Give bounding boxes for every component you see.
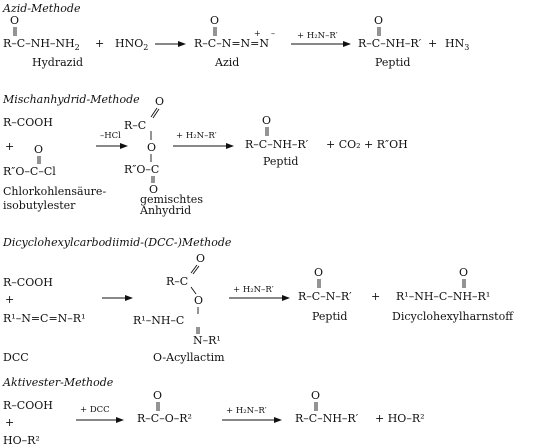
arrow-head: [120, 143, 128, 149]
azid-charge-minus: –: [271, 29, 275, 38]
dcc-reagent: + DCC: [80, 405, 110, 415]
acyllactim-top-o: O: [196, 252, 205, 265]
rcooh-formula: R–COOH: [3, 276, 53, 289]
hcl-elimination: –HCl: [100, 131, 121, 141]
peptid-label: Peptid: [375, 56, 410, 69]
arrow-head: [343, 41, 351, 47]
amine-reagent: + H₂N–R′: [297, 31, 338, 41]
co2-and-alcohol: + CO₂ + R″OH: [326, 138, 408, 151]
rcooh-formula: R–COOH: [3, 116, 53, 129]
anhydride-top-fragment: R–C: [124, 119, 146, 132]
rcooh-formula: R–COOH: [3, 399, 53, 412]
peptid-formula: R–C–N–R′: [298, 290, 352, 303]
peptid-formula: R–C–NH–R′: [295, 412, 359, 425]
peptid-formula: R–C–NH–R′: [245, 138, 309, 151]
mischanhydrid-method-title: Mischanhydrid-Methode: [2, 93, 140, 106]
peptid-carbonyl-o: O: [262, 114, 271, 127]
peptid-formula: R–C–NH–R′: [358, 37, 422, 50]
peptid-label: Peptid: [263, 155, 298, 168]
hno2-formula: HNO2: [115, 37, 148, 52]
released-alcohol: + HO–R²: [375, 412, 425, 425]
acyllactim-top-fragment: R–C: [166, 275, 188, 288]
dcc-method-title: Dicyclohexylcarbodiimid-(DCC-)Methode: [2, 236, 232, 249]
arrow-head: [282, 295, 290, 301]
azid-carbonyl-o: O: [210, 14, 219, 27]
ho-r2-formula: HO–R²: [3, 434, 40, 447]
anhydride-label-1: gemischtes: [140, 193, 203, 206]
chloroformate-formula: R″O–C–Cl: [3, 165, 56, 178]
plus-sign: +: [5, 293, 14, 306]
urea-carbonyl-o: O: [459, 266, 468, 279]
hydrazid-carbonyl-o: O: [10, 14, 19, 27]
amine-reagent: + H₂N–R′: [176, 131, 217, 141]
azid-method-title: Azid-Methode: [2, 2, 81, 15]
plus-sign: +: [428, 37, 437, 50]
hn3-formula: HN3: [445, 37, 469, 52]
hydrazid-label: Hydrazid: [32, 56, 83, 69]
arrow-head: [178, 41, 186, 47]
anhydride-top-o: O: [155, 95, 164, 108]
anhydride-top-co-bond: [150, 107, 158, 118]
amine-reagent: + H₂N–R′: [226, 406, 267, 416]
amine-reagent: + H₂N–R′: [233, 285, 274, 295]
azid-formula: R–C–N=N=N: [194, 37, 269, 50]
anhydride-label-2: Anhydrid: [139, 204, 191, 217]
acyllactim-c-o-bond: [190, 286, 197, 295]
arrow-head: [274, 417, 282, 423]
ester-formula: R–C–O–R²: [137, 412, 192, 425]
plus-sign: +: [5, 416, 14, 429]
urea-formula: R¹–NH–C–NH–R¹: [396, 290, 490, 303]
peptid-label: Peptid: [312, 310, 347, 323]
chloroformate-label-2: isobutylester: [3, 199, 76, 212]
plus-sign: +: [95, 37, 104, 50]
peptid-carbonyl-o: O: [311, 389, 320, 402]
chloroformate-label-1: Chlorkohlensäure-: [3, 185, 106, 198]
acyllactim-label: O-Acyllactim: [153, 351, 225, 364]
chloroformate-carbonyl-o: O: [34, 143, 43, 156]
arrow-head: [116, 417, 124, 423]
plus-sign: +: [371, 290, 380, 303]
azid-label: Azid: [214, 56, 239, 69]
urea-label: Dicyclohexylharnstoff: [392, 310, 514, 323]
acyllactim-nr-fragment: N–R¹: [193, 334, 221, 347]
peptid-carbonyl-o: O: [314, 266, 323, 279]
aktivester-method-title: Aktivester-Methode: [2, 376, 114, 389]
anhydride-top-co-bond-2: [152, 108, 160, 119]
ester-carbonyl-o: O: [153, 389, 162, 402]
azid-charge-plus: +: [254, 29, 261, 38]
dcc-label: DCC: [3, 351, 29, 364]
anhydride-bridge-o: O: [147, 141, 156, 154]
hydrazid-formula: R–C–NH–NH2: [3, 37, 80, 52]
arrow-head: [226, 143, 234, 149]
plus-sign: +: [5, 140, 14, 153]
dcc-formula: R¹–N=C=N–R¹: [3, 312, 85, 325]
peptid-carbonyl-o: O: [374, 14, 383, 27]
anhydride-bottom-o: O: [149, 183, 158, 196]
arrow-head: [125, 295, 133, 301]
acyllactim-top-co-bond: [190, 264, 198, 274]
acyllactim-bridge-o: O: [194, 294, 203, 307]
acyllactim-top-co-bond-2: [192, 265, 200, 275]
anhydride-bottom-fragment: R″O–C: [124, 163, 159, 176]
acyllactim-nh-fragment: R¹–NH–C: [133, 314, 184, 327]
